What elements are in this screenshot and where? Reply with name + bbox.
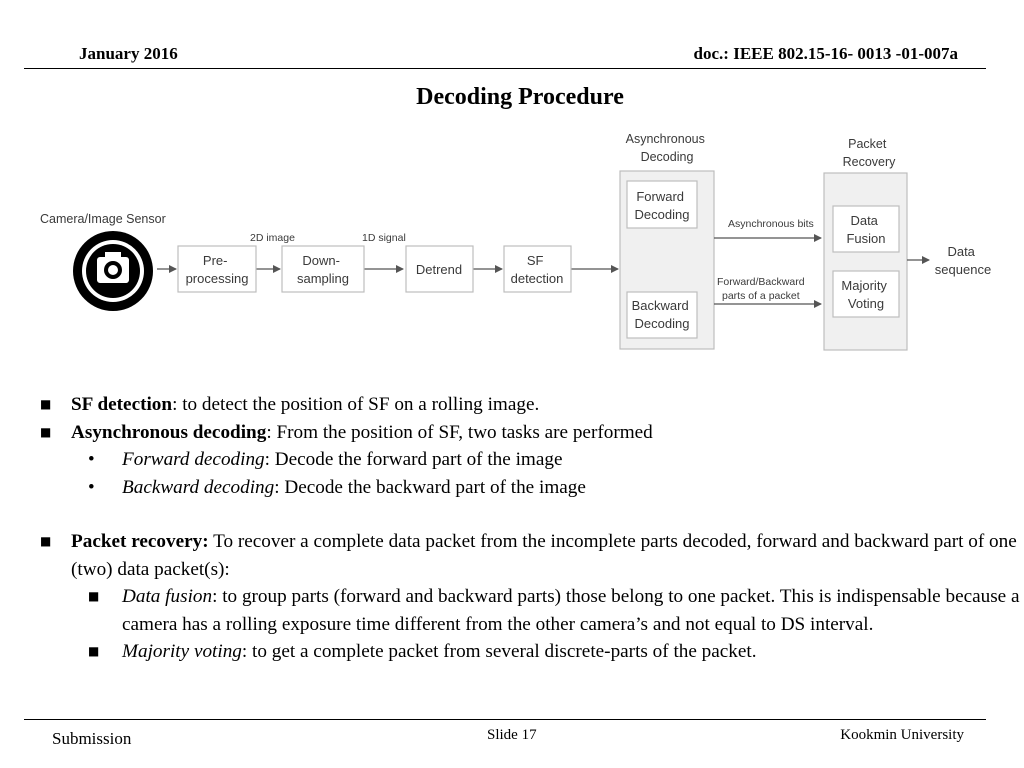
majority-voting-label-line1: Majority <box>841 278 887 293</box>
sf-detection-block <box>503 245 572 293</box>
camera-icon <box>73 231 153 311</box>
svg-text:Data sequence: Data sequence <box>935 244 991 277</box>
packet-recovery-container <box>823 172 908 351</box>
sensor-label: Camera/Image Sensor <box>40 212 166 226</box>
forward-decoding-block <box>626 180 698 229</box>
svg-text:Asynchronous Decoding: Asynchronous Decoding <box>626 132 709 164</box>
square-bullet-icon: ■ <box>88 589 100 603</box>
majority-voting-label-line2: Voting <box>848 296 884 311</box>
dot-bullet-icon: • <box>88 476 95 498</box>
async-decoding-title-line2: Decoding <box>641 150 694 164</box>
data-fusion-block <box>832 205 900 253</box>
data-fusion-term: Data fusion <box>122 586 213 607</box>
async-decoding-text: : From the position of SF, two tasks are… <box>266 421 653 443</box>
majority-voting-block <box>832 270 900 318</box>
label-1d-signal: 1D signal <box>362 232 406 244</box>
bullet-async-decoding: ■ Asynchronous decoding: From the positi… <box>40 419 1020 447</box>
downsampling-label-line1: Down- <box>302 253 340 268</box>
square-bullet-icon: ■ <box>88 644 100 658</box>
sub-bullet-data-fusion: ■ Data fusion: to group parts (forward a… <box>40 583 1020 638</box>
data-fusion-label-line2: Fusion <box>846 231 885 246</box>
footer-divider <box>24 719 986 720</box>
packet-recovery-title-line2: Recovery <box>843 155 897 169</box>
square-bullet-icon: ■ <box>40 397 52 411</box>
forward-decoding-term: Forward decoding <box>122 449 265 470</box>
svg-text:Forward Decoding: Forward Decoding <box>635 189 690 222</box>
svg-text:Majority Voting: Majority Voting <box>841 278 890 311</box>
slide-title: Decoding Procedure <box>416 84 624 110</box>
data-sequence-label-line1: Data <box>947 244 975 259</box>
label-2d-image: 2D image <box>250 232 295 244</box>
sf-detection-term: SF detection <box>71 394 173 415</box>
svg-text:Packet Recovery: Packet Recovery <box>843 137 897 169</box>
forward-decoding-text: : Decode the forward part of the image <box>264 449 563 470</box>
footer-slide-number: Slide 17 <box>487 727 537 743</box>
square-bullet-icon: ■ <box>40 534 52 548</box>
data-fusion-text: : to group parts (forward and backward p… <box>122 586 1020 635</box>
fb-parts-label-line2: parts of a packet <box>722 290 800 302</box>
packet-recovery-text: To recover a complete data packet from t… <box>71 531 1017 580</box>
packet-recovery-term: Packet recovery: <box>71 531 209 552</box>
footer-submission: Submission <box>52 729 132 748</box>
footer-organization: Kookmin University <box>840 727 964 743</box>
backward-decoding-block <box>626 291 698 339</box>
downsampling-label-line2: sampling <box>297 271 349 286</box>
backward-decoding-text: : Decode the backward part of the image <box>274 476 586 498</box>
forward-decoding-label-line1: Forward <box>636 189 684 204</box>
header-divider <box>24 68 986 69</box>
preprocessing-block <box>177 245 257 293</box>
sf-detection-label-line2: detection <box>511 271 564 286</box>
majority-voting-text: : to get a complete packet from several … <box>241 641 757 662</box>
svg-text:Down- sampling: Down- sampling <box>297 253 349 286</box>
header-date: January 2016 <box>79 44 178 63</box>
packet-recovery-title-line1: Packet <box>848 137 887 151</box>
svg-text:Backward Decoding: Backward Decoding <box>632 298 693 331</box>
backward-decoding-label-line2: Decoding <box>635 316 690 331</box>
svg-text:SF detection: SF detection <box>511 253 564 286</box>
backward-decoding-label-line1: Backward <box>632 298 689 313</box>
sf-detection-text: : to detect the position of SF on a roll… <box>172 394 540 415</box>
decoding-diagram: Camera/Image Sensor 2D image 1D signal P… <box>40 132 991 351</box>
dot-bullet-icon: • <box>88 449 95 470</box>
async-bits-label: Asynchronous bits <box>728 218 814 230</box>
sub-bullet-majority-voting: ■ Majority voting: to get a complete pac… <box>40 638 1020 666</box>
bullet-sf-detection: ■ SF detection: to detect the position o… <box>40 391 1020 419</box>
bullet-packet-recovery: ■ Packet recovery: To recover a complete… <box>40 528 1020 583</box>
preprocessing-label-line1: Pre- <box>203 253 228 268</box>
svg-text:Forward/Backward parts of: Forward/Backward parts of a packet <box>717 276 807 302</box>
header-doc-id: doc.: IEEE 802.15-16- 0013 -01-007a <box>693 44 958 63</box>
fb-parts-label-line1: Forward/Backward <box>717 276 805 288</box>
square-bullet-icon: ■ <box>40 424 52 439</box>
detrend-block <box>405 245 474 293</box>
async-decoding-title-line1: Asynchronous <box>626 132 705 146</box>
slide-body: ■ SF detection: to detect the position o… <box>40 391 1020 666</box>
majority-voting-term: Majority voting <box>122 641 242 662</box>
downsampling-block <box>281 245 365 293</box>
data-sequence-label-line2: sequence <box>935 262 991 277</box>
sf-detection-label-line1: SF <box>527 253 544 268</box>
backward-decoding-term: Backward decoding <box>122 476 275 498</box>
preprocessing-label-line2: processing <box>186 271 249 286</box>
detrend-label: Detrend <box>416 262 462 277</box>
data-fusion-label-line1: Data <box>850 213 878 228</box>
sub-bullet-backward-decoding: • Backward decoding: Decode the backward… <box>40 474 1020 502</box>
async-decoding-term: Asynchronous decoding <box>71 421 267 443</box>
svg-text:Data Fusion: Data Fusion <box>846 213 885 246</box>
forward-decoding-label-line2: Decoding <box>635 207 690 222</box>
svg-text:Pre- processing: Pre- processing <box>186 253 249 286</box>
sub-bullet-forward-decoding: • Forward decoding: Decode the forward p… <box>40 446 1020 474</box>
